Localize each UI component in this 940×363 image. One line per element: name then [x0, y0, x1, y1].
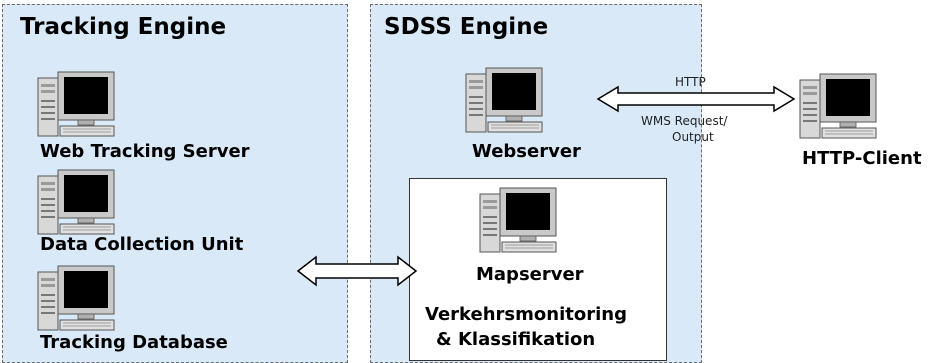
- mapserver-label: Mapserver: [476, 264, 584, 285]
- web-tracking-server-computer-icon: [37, 71, 115, 137]
- data-collection-unit-computer-icon: [37, 169, 115, 235]
- webserver-label: Webserver: [472, 141, 581, 162]
- http-arrow: [596, 85, 796, 113]
- http-client-label: HTTP-Client: [802, 148, 922, 169]
- wms-request-label: WMS Request/: [641, 114, 728, 128]
- output-label: Output: [672, 130, 714, 144]
- http-label: HTTP: [675, 75, 706, 89]
- tracking-engine-title: Tracking Engine: [20, 14, 227, 40]
- webserver-computer-icon: [465, 67, 543, 133]
- data-collection-unit-label: Data Collection Unit: [40, 234, 244, 255]
- tracking-database-label: Tracking Database: [40, 332, 228, 353]
- klassifikation-label: & Klassifikation: [436, 329, 596, 350]
- web-tracking-server-label: Web Tracking Server: [40, 141, 250, 162]
- mapserver-computer-icon: [479, 187, 557, 253]
- tracking-mapserver-arrow: [296, 255, 418, 287]
- verkehrsmonitoring-label: Verkehrsmonitoring: [425, 304, 627, 325]
- http-client-computer-icon: [799, 73, 877, 139]
- tracking-database-computer-icon: [37, 265, 115, 331]
- sdss-engine-title: SDSS Engine: [384, 14, 549, 40]
